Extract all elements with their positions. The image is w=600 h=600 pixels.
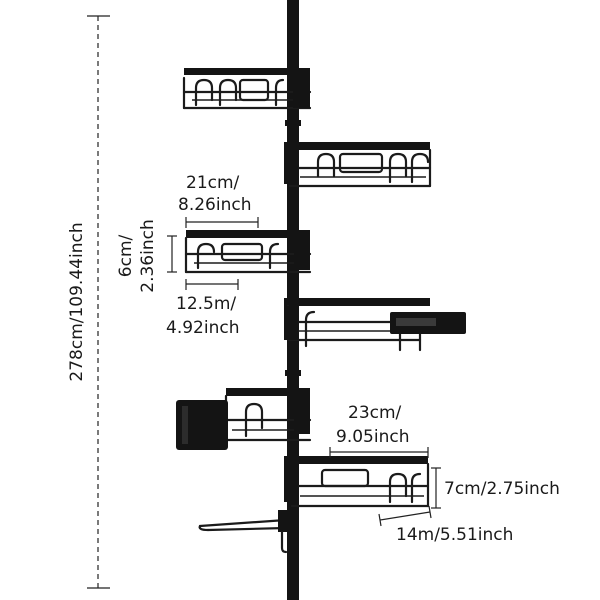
small-basket-width-label-2: 8.26inch (178, 195, 251, 215)
basket-4 (284, 298, 466, 352)
large-basket-width-dimension (329, 447, 429, 458)
total-height-label: 278cm/109.44inch (67, 222, 87, 381)
small-basket-width-label-1: 21cm/ (186, 173, 240, 193)
basket-2 (284, 142, 432, 188)
large-basket-width-label-1: 23cm/ (348, 403, 402, 423)
small-basket-height-dimension (167, 235, 177, 273)
large-basket-width-label-2: 9.05inch (336, 427, 409, 447)
basket-1 (182, 68, 312, 110)
large-basket-height-dimension (431, 467, 441, 509)
large-basket-depth-label: 14m/5.51inch (396, 525, 513, 545)
basket-5 (176, 388, 312, 450)
small-basket-height-label-2: 2.36inch (138, 219, 158, 292)
basket-6 (284, 456, 430, 508)
large-basket-depth-dimension (378, 505, 432, 527)
small-basket-height-label-1: 6cm/ (116, 235, 136, 278)
large-basket-height-label: 7cm/2.75inch (444, 479, 560, 499)
small-basket-depth-label-2: 4.92inch (166, 318, 239, 338)
hook-bar (198, 510, 298, 554)
small-basket-depth-dimension (185, 279, 239, 290)
total-height-dimension (87, 15, 110, 589)
basket-3 (184, 230, 312, 274)
small-basket-width-dimension (185, 217, 259, 228)
small-basket-depth-label-1: 12.5m/ (176, 294, 236, 314)
